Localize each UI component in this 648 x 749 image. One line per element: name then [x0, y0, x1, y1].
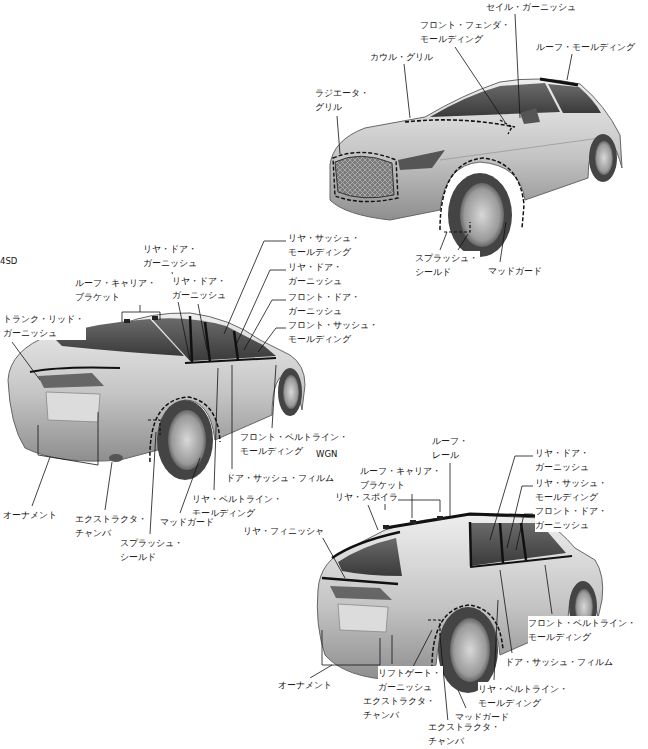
part-label: フロント・フェンダ・ モールディング	[420, 18, 512, 46]
leader-line	[258, 328, 286, 352]
model-label: WGN	[316, 447, 337, 461]
part-label: リヤ・サッシュ・ モールディング	[535, 476, 609, 504]
leader-line	[310, 665, 332, 678]
part-label: スプラッシュ・ シールド	[415, 251, 480, 279]
leader-line	[214, 368, 218, 490]
part-label: マッドガード	[160, 515, 214, 529]
part-label: ルーフ・キャリア・ ブラケット	[75, 276, 158, 304]
leader-line	[236, 270, 286, 345]
leader-line	[500, 222, 506, 262]
leader-line	[392, 635, 393, 664]
part-label: リヤ・ドア・ ガーニッシュ	[143, 242, 199, 270]
leader-line	[320, 533, 345, 578]
leader-line	[440, 232, 447, 250]
part-label: フロント・ドア・ ガーニッシュ	[288, 290, 362, 318]
leader-line	[500, 570, 512, 653]
leader-line	[322, 630, 380, 665]
leader-line	[515, 14, 520, 118]
part-label: セイル・ガーニッシュ	[486, 0, 576, 14]
part-label: リフトゲート・ ガーニッシュ	[378, 666, 443, 694]
leader-line	[458, 690, 466, 708]
leader-line	[490, 456, 533, 540]
leader-line	[122, 312, 160, 322]
part-label: トランク・リッド・ ガーニッシュ	[3, 312, 86, 340]
leader-line	[455, 47, 505, 122]
part-label: リヤ・サッシュ・ モールディング	[288, 231, 362, 259]
leader-line	[272, 365, 276, 428]
leader-line	[368, 505, 378, 530]
leader-line	[140, 305, 141, 312]
leader-line	[450, 463, 451, 518]
part-label: フロント・ベルトライン・ モールディング	[528, 616, 638, 644]
leader-line	[198, 304, 207, 350]
part-label: ラジエータ・ グリル	[315, 86, 371, 114]
part-label: エクストラクタ・ チャンバ	[428, 720, 502, 748]
part-label: オーナメント	[278, 678, 332, 692]
leader-line	[516, 514, 533, 550]
leader-line	[567, 54, 572, 80]
leader-line	[12, 342, 40, 380]
part-label: リヤ・ドア・ ガーニッシュ	[535, 446, 591, 474]
leader-line	[38, 412, 98, 465]
leader-line	[412, 500, 413, 518]
part-label: ルーフ・モールディング	[536, 40, 635, 54]
leader-line	[545, 565, 552, 614]
part-label: リヤ・ドア・ ガーニッシュ	[172, 274, 228, 302]
part-label: ドア・サッシュ・フィルム	[226, 471, 334, 485]
part-label: リヤ・フィニッシャ	[243, 524, 324, 538]
leader-line	[412, 494, 413, 500]
part-label: フロント・ドア・ ガーニッシュ	[535, 504, 609, 532]
part-label: リヤ・スポイラ	[335, 490, 398, 504]
leader-line	[458, 234, 468, 250]
leader-line	[32, 457, 50, 506]
part-label: マッドガード	[488, 264, 542, 278]
leader-line	[494, 600, 498, 680]
sedan-front	[330, 79, 622, 257]
part-label: フロント・サッシュ・ モールディング	[288, 318, 380, 346]
part-label: オーナメント	[3, 508, 57, 522]
part-label: カウル・グリル	[370, 50, 433, 64]
leader-line	[224, 241, 286, 334]
leader-line	[232, 365, 233, 469]
leader-line	[105, 462, 112, 510]
part-label: ルーフ・キャリア・ ブラケット	[360, 464, 443, 492]
part-label: ドア・サッシュ・フィルム	[505, 655, 613, 669]
model-label: 4SD	[0, 254, 17, 268]
leader-line	[404, 64, 410, 118]
part-label: リヤ・ドア・ ガーニッシュ	[288, 260, 344, 288]
leader-line	[150, 432, 156, 534]
leader-line	[507, 486, 533, 548]
part-label: スプラッシュ・ シールド	[120, 536, 185, 564]
part-label: リヤ・ベルトライン・ モールディング	[478, 682, 570, 710]
part-label: エクストラクタ・ チャンバ	[363, 694, 437, 722]
part-label: ルーフ・ レール	[432, 434, 470, 462]
leader-line	[337, 116, 340, 154]
